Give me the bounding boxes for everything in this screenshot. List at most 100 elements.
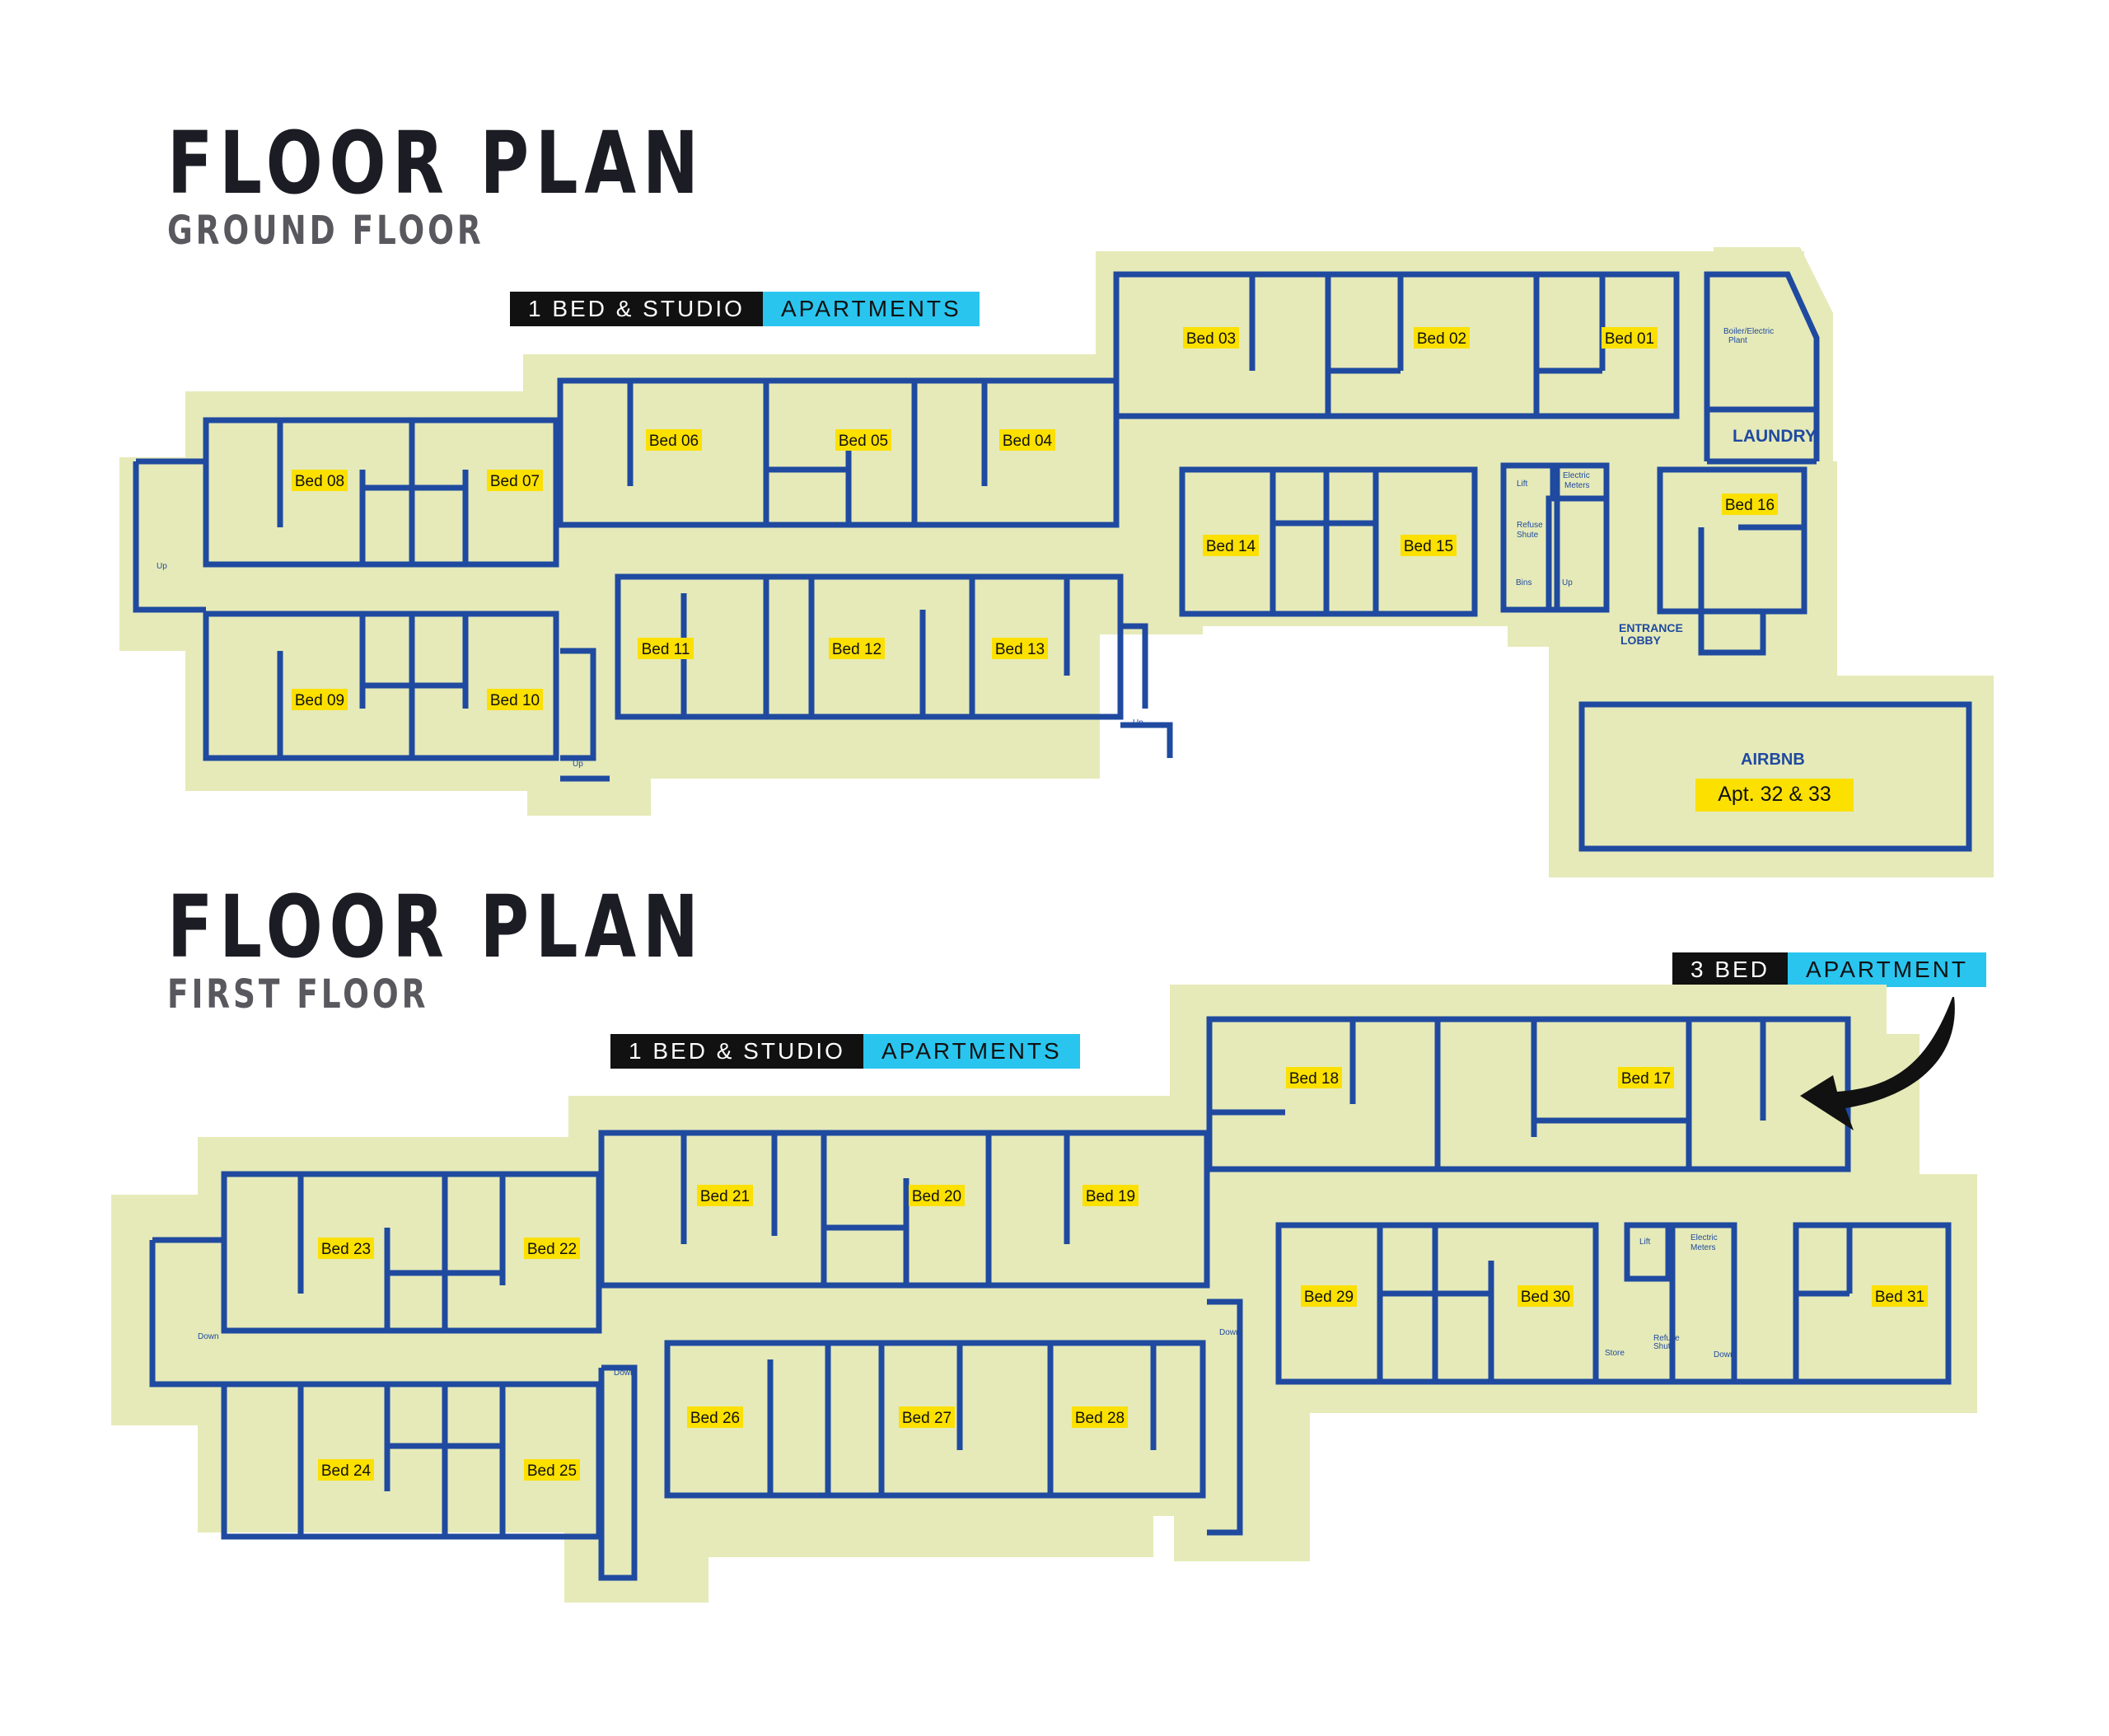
bed-label-bg [909,1185,965,1206]
ground-walls [133,271,1972,852]
first-bed-labels: Bed 18 Bed 17 Bed 21 Bed 20 Bed 19 Bed 23 Bed … [318,1067,1928,1481]
bed-label-bg [638,638,694,659]
room-small-label: Electric [1690,1233,1718,1242]
bed-label-bg [292,689,348,710]
bed-label-bg [292,470,348,491]
room-small-label: Refuse [1653,1334,1680,1343]
room-small-label: Shute [1517,531,1539,540]
bed-label: Bed 30 [1521,1289,1570,1306]
bed-label: Bed 03 [1186,330,1236,348]
tag-dark-label: 1 BED & STUDIO [610,1034,863,1069]
bed-label-bg [318,1459,374,1481]
tag-light-label: APARTMENT [1787,952,1987,987]
bed-label-bg [687,1406,743,1428]
entrance-label: ENTRANCE [1619,621,1683,634]
bed-label-bg [1517,1285,1574,1307]
room-small-label: Lift [1639,1238,1651,1247]
room-small-label: Meters [1690,1243,1716,1252]
room-small-label: Store [1605,1349,1625,1358]
bed-label: Bed 24 [321,1462,372,1480]
room-small-label: Up [1133,718,1143,728]
bed-label-bg [1602,327,1658,349]
ground-apartment-type-tag: 1 BED & STUDIO APARTMENTS [510,292,980,326]
airbnb-label: AIRBNB [1741,751,1805,769]
bed-label-bg [835,429,891,451]
room-small-label: Bins [1516,578,1531,587]
bed-label: Bed 22 [527,1241,577,1258]
room-small-label: Electric [1563,471,1590,480]
room-small-label: Meters [1564,481,1590,490]
first-floor-subtitle: FIRST FLOOR [167,971,429,1018]
room-small-label: Up [157,562,167,571]
three-bed-apartment-tag: 3 BED APARTMENT [1672,952,1987,987]
bed-label: Bed 17 [1621,1070,1671,1088]
room-small-label: Lift [1517,480,1528,489]
first-apartment-type-tag: 1 BED & STUDIO APARTMENTS [610,1034,1080,1069]
three-bed-arrow-icon [1800,997,1955,1130]
room-small-label: Down [1714,1350,1735,1359]
bed-label-bg [829,638,885,659]
bed-label-bg [524,1459,580,1481]
room-small-label: Down [198,1332,219,1341]
room-small-label: Plant [1728,336,1747,345]
bed-label-bg [1083,1185,1139,1206]
bed-label: Bed 09 [295,692,344,709]
bed-label-bg [1872,1285,1928,1307]
bed-label: Bed 31 [1875,1289,1924,1306]
bed-label: Bed 15 [1404,538,1453,555]
room-small-label: Shute [1653,1342,1676,1351]
bed-label: Bed 19 [1086,1188,1135,1205]
bed-label: Bed 21 [700,1188,750,1205]
first-walls [149,1016,1952,1581]
bed-label: Bed 07 [490,473,540,490]
bed-label: Bed 29 [1304,1289,1354,1306]
bed-label: Bed 10 [490,692,540,709]
room-small-label: Down [1219,1328,1241,1337]
bed-label-bg [1203,535,1259,556]
bed-label-bg [487,470,543,491]
bed-label-bg [1072,1406,1128,1428]
bed-label-bg [1618,1067,1674,1088]
tag-dark-label: 3 BED [1672,952,1788,987]
bed-label-bg [992,638,1048,659]
bed-label: Bed 06 [649,433,699,450]
ground-floor-title: FLOOR PLAN [167,113,705,213]
bed-label-bg [1722,494,1778,515]
bed-label-bg [1183,327,1239,349]
bed-label-bg [318,1238,374,1259]
bed-label: Bed 18 [1289,1070,1339,1088]
bed-label: Bed 27 [902,1410,952,1427]
bed-label: Bed 23 [321,1241,371,1258]
tag-light-label: APARTMENTS [863,1034,1080,1069]
bed-label: Bed 26 [690,1410,740,1427]
bed-label-bg [1286,1067,1342,1088]
bed-label-bg [487,689,543,710]
bed-label: Bed 25 [527,1462,577,1480]
bed-label: Bed 02 [1417,330,1466,348]
bed-label-bg [524,1238,580,1259]
bed-label-bg [697,1185,753,1206]
tag-light-label: APARTMENTS [762,292,980,326]
bed-label: Bed 11 [642,641,690,658]
room-small-label: Boiler/Electric [1723,327,1774,336]
ground-floor-subtitle: GROUND FLOOR [167,208,484,254]
bed-label-bg [1401,535,1457,556]
bed-label: Bed 05 [839,433,888,450]
first-floor-title: FLOOR PLAN [167,877,705,977]
apt-label: Apt. 32 & 33 [1718,783,1831,806]
room-small-label: Refuse [1517,521,1543,530]
apt-label-bg [1695,779,1854,812]
bed-label-bg [646,429,702,451]
room-small-label: Up [573,760,583,769]
lobby-label: LOBBY [1620,634,1662,647]
bed-label-bg [899,1406,955,1428]
room-small-label: Up [1562,578,1573,587]
bed-label: Bed 14 [1206,538,1256,555]
bed-label-bg [999,429,1055,451]
bed-label: Bed 20 [912,1188,961,1205]
bed-label: Bed 13 [995,641,1045,658]
laundry-label: LAUNDRY [1733,427,1817,446]
bed-label: Bed 16 [1725,497,1775,514]
